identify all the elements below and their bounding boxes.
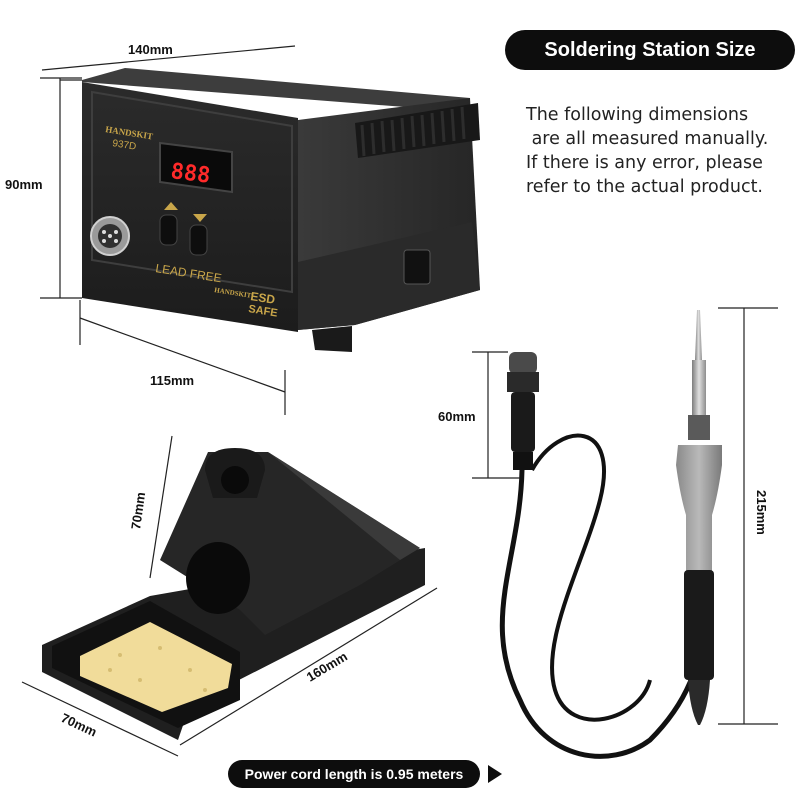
heat-vent-fins xyxy=(355,103,480,158)
station-depth-label: 115mm xyxy=(150,373,194,388)
station-width-label: 140mm xyxy=(128,42,173,57)
stand-width-label: 70mm xyxy=(59,710,99,739)
display-digits: 888 xyxy=(169,159,212,189)
note-line: If there is any error, please xyxy=(526,153,763,173)
cord-length-badge: Power cord length is 0.95 meters xyxy=(228,760,480,788)
note-line: refer to the actual product. xyxy=(526,177,763,197)
iron-connector-socket xyxy=(90,216,130,256)
model-label: 937D xyxy=(112,138,137,153)
iron-length-label: 215mm xyxy=(754,490,769,535)
play-arrow-icon xyxy=(488,765,502,783)
stand-height-label: 70mm xyxy=(128,491,148,530)
iron-tip xyxy=(695,310,702,360)
sponge xyxy=(80,622,232,712)
soldering-iron xyxy=(499,310,722,759)
esd-label: ESD xyxy=(250,289,277,307)
up-button xyxy=(159,214,178,246)
plug-length-label: 60mm xyxy=(438,409,476,424)
station-height-label: 90mm xyxy=(5,177,43,192)
stand-dimension-lines xyxy=(21,435,438,757)
down-button xyxy=(189,224,208,256)
stand-length-label: 160mm xyxy=(304,649,350,685)
iron-grip xyxy=(676,445,722,575)
temperature-display: 888 xyxy=(159,141,233,194)
iron-holder-hole xyxy=(186,542,250,614)
power-switch xyxy=(403,249,431,285)
cord-plug xyxy=(507,352,539,470)
note-line: are all measured manually. xyxy=(526,129,769,149)
down-arrow-icon xyxy=(193,214,207,222)
station-dimension-lines xyxy=(40,45,296,415)
page-title: Soldering Station Size xyxy=(505,30,795,70)
note-line: The following dimensions xyxy=(526,105,749,125)
iron-dimension-lines xyxy=(472,307,778,725)
iron-stand xyxy=(42,448,425,740)
up-arrow-icon xyxy=(164,202,178,210)
iron-handle xyxy=(684,570,714,680)
soldering-station: HANDSKIT 937D 888 LEAD FREE HANDSKIT ESD… xyxy=(82,68,480,352)
measurement-note: The following dimensions are all measure… xyxy=(526,103,796,199)
safe-label: SAFE xyxy=(248,303,279,319)
